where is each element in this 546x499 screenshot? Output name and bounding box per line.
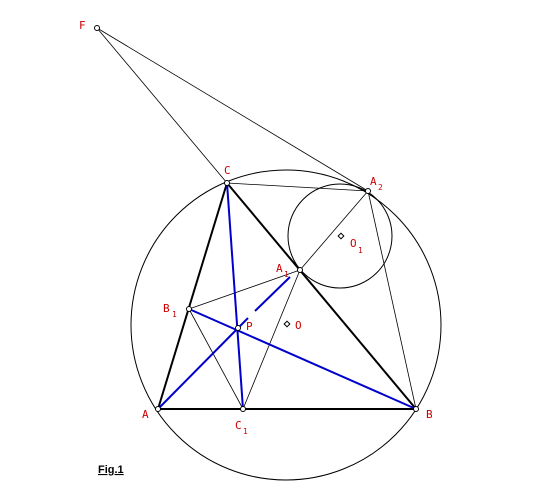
point-a2 [365,188,371,194]
point-b1 [186,306,192,312]
point-c1 [240,406,246,412]
point-f [94,25,100,31]
circumcircle [130,169,442,481]
points [94,25,419,412]
figure-caption: Fig.1 [98,464,124,476]
line-c-a2 [226,182,369,192]
line-a2-a1 [299,190,369,271]
small-circle-o1 [287,183,393,289]
center-o1 [337,232,345,240]
point-p [235,325,241,331]
label-c1-sub: 1 [243,427,248,436]
label-a2-sub: 2 [378,183,383,192]
label-o1-main: O [350,237,357,250]
label-b1-main: B [163,302,170,315]
label-o1: O 1 [350,237,363,255]
label-c1-main: C [235,419,242,432]
point-c [224,180,230,186]
centers [283,232,345,328]
label-a1-sub: 1 [284,270,289,279]
label-a1: A 1 [276,262,289,279]
point-a [155,406,161,412]
cevian-a-p [157,317,249,410]
label-c: C [224,164,231,177]
line-c1-a1 [242,269,301,410]
label-p: P [246,320,253,333]
line-a2-b [367,190,417,410]
label-a: A [142,408,149,421]
label-b: B [426,408,433,421]
cevian-b-b1 [188,308,417,410]
line-b1-a1 [188,269,301,310]
cevian-c-c1 [226,182,244,410]
label-o: O [295,319,302,332]
label-a1-main: A [276,262,283,275]
label-a2-main: A [370,175,377,188]
cevians [157,182,417,410]
line-f-c [96,27,228,184]
label-a2: A 2 [370,175,383,192]
label-f: F [79,19,86,32]
line-f-a2 [96,27,369,192]
label-b1: B 1 [163,302,177,319]
label-c1: C 1 [235,419,248,436]
line-b1-c1 [188,308,244,410]
point-a1 [297,267,303,273]
construction-lines [96,27,417,410]
center-o [283,320,291,328]
point-b [413,406,419,412]
triangle-abc [157,182,417,410]
label-o1-sub: 1 [358,246,363,255]
cevian-p-a1 [254,276,291,312]
side-ac [157,182,228,410]
label-b1-sub: 1 [172,310,177,319]
side-cb [226,182,417,410]
